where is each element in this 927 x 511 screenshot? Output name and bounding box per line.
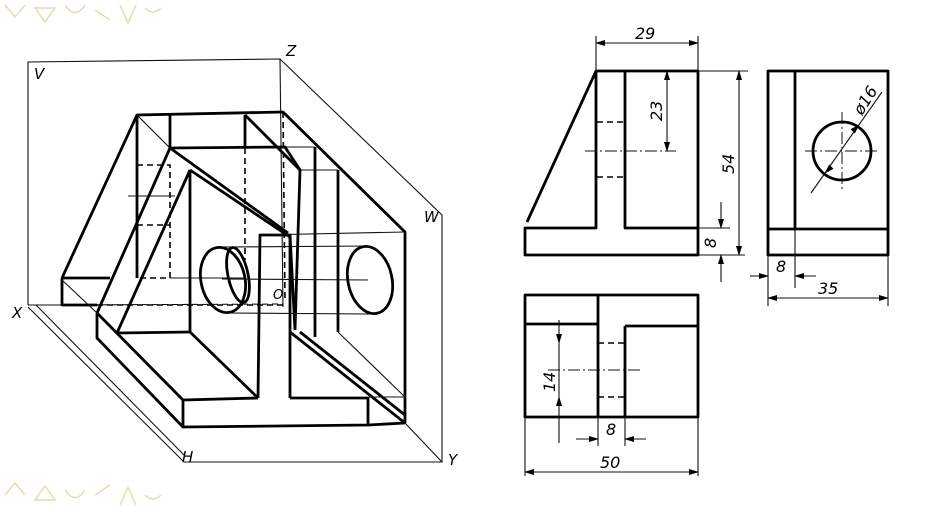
hole-front (199, 245, 247, 315)
isometric-view: V Z W X Y H O (11, 42, 459, 469)
plane-label-w: W (424, 208, 440, 226)
isometric-object (60, 110, 407, 429)
axis-label-y: Y (448, 451, 459, 469)
side-view: ø16 8 35 (750, 69, 890, 306)
dim-depth: 35 (818, 279, 838, 298)
plane-label-h: H (182, 448, 193, 466)
dim-rib-thickness: 8 (776, 257, 786, 276)
watermark-bottom-left (4, 481, 162, 506)
top-view: 14 8 50 (523, 293, 700, 476)
dim-rib-width: 8 (606, 420, 616, 439)
axis-label-z: Z (285, 42, 297, 60)
dim-base-thickness: 8 (701, 238, 720, 248)
dim-hole-offset: 14 (540, 372, 559, 392)
dim-hole-height: 23 (647, 101, 666, 121)
axis-label-x: X (11, 304, 23, 322)
dim-total-height: 54 (719, 154, 738, 174)
hole-side (345, 245, 395, 315)
front-view: 29 23 54 8 (523, 24, 748, 282)
dim-width: 29 (635, 24, 655, 43)
plane-label-v: V (34, 65, 46, 83)
dim-length: 50 (600, 453, 620, 472)
origin-label: O (273, 288, 283, 303)
watermark-top-left (4, 4, 162, 25)
